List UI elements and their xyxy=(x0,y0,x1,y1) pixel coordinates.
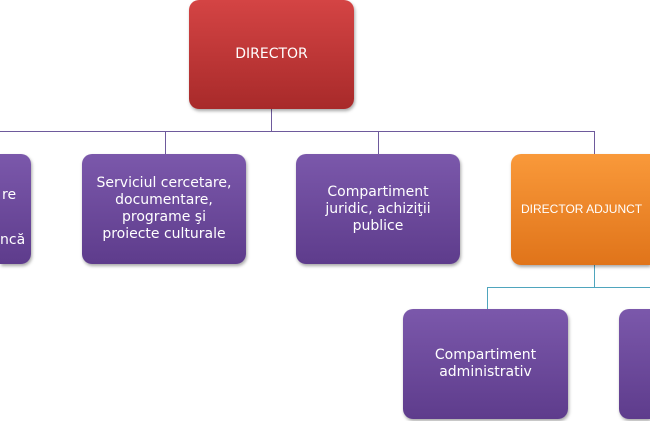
connector xyxy=(487,287,488,309)
partial-department-node[interactable] xyxy=(619,309,650,419)
node-label-fragment: re xyxy=(2,187,17,203)
connector xyxy=(378,131,379,154)
serviciu-cercetare-node[interactable]: Serviciul cercetare, documentare, progra… xyxy=(82,154,246,264)
connector xyxy=(487,287,650,288)
connector xyxy=(0,131,595,132)
director-adjunct-node[interactable]: DIRECTOR ADJUNCT xyxy=(511,154,650,265)
node-label: DIRECTOR ADJUNCT xyxy=(521,202,643,216)
director-node[interactable]: DIRECTOR xyxy=(189,0,354,109)
compartiment-administrativ-node[interactable]: Compartiment administrativ xyxy=(403,309,568,419)
node-label-fragment: ncă xyxy=(0,232,26,248)
connector xyxy=(594,131,595,154)
compartiment-juridic-node[interactable]: Compartiment juridic, achiziţii publice xyxy=(296,154,460,264)
partial-department-node[interactable] xyxy=(0,154,31,264)
connector xyxy=(271,109,272,131)
node-label: DIRECTOR xyxy=(235,46,308,62)
node-label: Compartiment administrativ xyxy=(434,347,537,380)
node-label: Compartiment juridic, achiziţii publice xyxy=(325,183,431,234)
node-label: Serviciul cercetare, documentare, progra… xyxy=(96,175,232,242)
connector xyxy=(165,131,166,154)
connector xyxy=(594,265,595,287)
